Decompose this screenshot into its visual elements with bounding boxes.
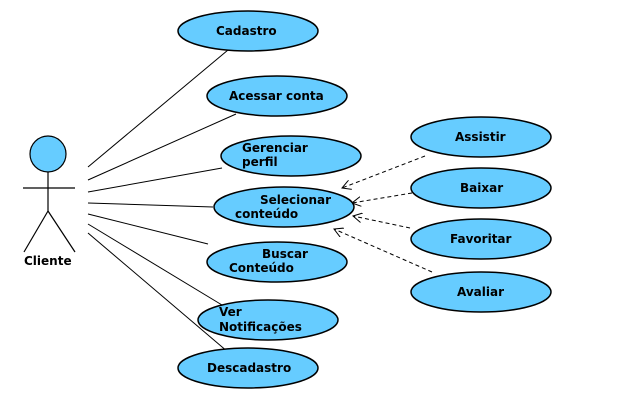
associations [87, 49, 237, 353]
use-case-label: Assistir [455, 130, 506, 144]
association-selecionar-conteudo [87, 202, 214, 208]
actor-head [29, 135, 67, 173]
use-case-avaliar[interactable]: Avaliar [410, 271, 552, 313]
use-case-label: Cadastro [216, 24, 277, 38]
extend-favoritar [353, 216, 411, 229]
use-case-baixar[interactable]: Baixar [410, 167, 552, 209]
use-case-label: Favoritar [450, 232, 512, 246]
use-case-descadastro[interactable]: Descadastro [177, 347, 319, 389]
association-acessar-conta [87, 113, 237, 181]
actor-right-leg [47, 210, 76, 253]
association-descadastro [87, 232, 229, 353]
use-case-label-line1: Buscar [262, 247, 308, 261]
use-case-gerenciar-perfil[interactable]: Gerenciar perfil [220, 135, 362, 177]
use-case-label-line1: Ver [219, 305, 242, 319]
use-case-assistir[interactable]: Assistir [410, 116, 552, 158]
extend-baixar [352, 192, 413, 203]
association-buscar-conteudo [87, 213, 209, 245]
use-case-label-line2: perfil [242, 155, 278, 169]
use-case-selecionar-conteudo[interactable]: Selecionar conteúdo [213, 186, 355, 228]
use-case-label: Avaliar [457, 285, 504, 299]
use-case-label: Baixar [460, 181, 503, 195]
use-case-label: Descadastro [207, 361, 291, 375]
use-case-cadastro[interactable]: Cadastro [177, 10, 319, 52]
extend-relations [334, 155, 433, 273]
use-case-acessar-conta[interactable]: Acessar conta [206, 75, 348, 117]
use-case-label-line2: Conteúdo [229, 261, 294, 275]
extend-assistir [342, 155, 426, 188]
use-case-label: Acessar conta [229, 89, 324, 103]
use-case-ver-notificacoes[interactable]: Ver Notificações [197, 299, 339, 341]
actor-label: Cliente [24, 254, 72, 268]
association-ver-notificacoes [87, 223, 223, 306]
extend-avaliar [334, 229, 433, 273]
use-case-label-line2: Notificações [219, 320, 302, 334]
use-case-label-line1: Selecionar [260, 193, 331, 207]
association-cadastro [87, 49, 229, 168]
use-case-label-line1: Gerenciar [242, 141, 308, 155]
use-case-favoritar[interactable]: Favoritar [410, 218, 552, 260]
association-gerenciar-perfil [87, 167, 223, 193]
actor-left-leg [23, 210, 49, 253]
use-case-label-line2: conteúdo [235, 207, 298, 221]
actor-cliente[interactable] [23, 135, 76, 253]
use-case-buscar-conteudo[interactable]: Buscar Conteúdo [206, 241, 348, 283]
